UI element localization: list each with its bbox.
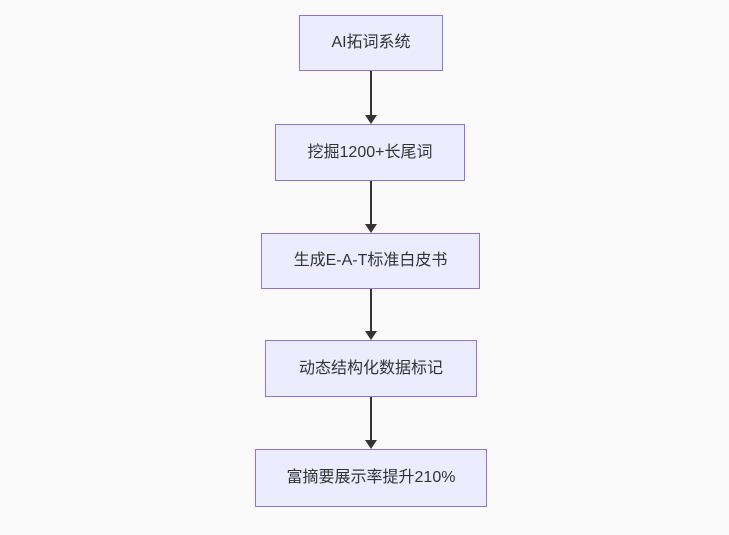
node-label: 挖掘1200+长尾词 (307, 143, 433, 161)
node-label: AI拓词系统 (331, 34, 411, 52)
flow-arrow (364, 397, 378, 449)
node-label: 富摘要展示率提升210% (286, 469, 456, 487)
arrow-head-icon (365, 115, 377, 124)
node-label: 生成E-A-T标准白皮书 (293, 252, 448, 270)
flow-arrow (364, 71, 378, 124)
flowchart-node-ai-word-expansion: AI拓词系统 (299, 15, 443, 71)
flowchart-node-rich-snippet-result: 富摘要展示率提升210% (255, 449, 487, 507)
node-label: 动态结构化数据标记 (298, 359, 443, 377)
arrow-head-icon (365, 224, 377, 233)
arrow-line (370, 181, 372, 226)
arrow-line (370, 397, 372, 442)
flow-arrow (364, 289, 378, 340)
arrow-line (370, 71, 372, 117)
flowchart-node-longtail-mining: 挖掘1200+长尾词 (275, 124, 465, 181)
flow-arrow (364, 181, 378, 233)
arrow-line (370, 289, 372, 333)
flowchart-node-eat-whitepaper: 生成E-A-T标准白皮书 (261, 233, 480, 289)
flowchart-node-structured-data-markup: 动态结构化数据标记 (265, 340, 477, 397)
arrow-head-icon (365, 331, 377, 340)
arrow-head-icon (365, 440, 377, 449)
